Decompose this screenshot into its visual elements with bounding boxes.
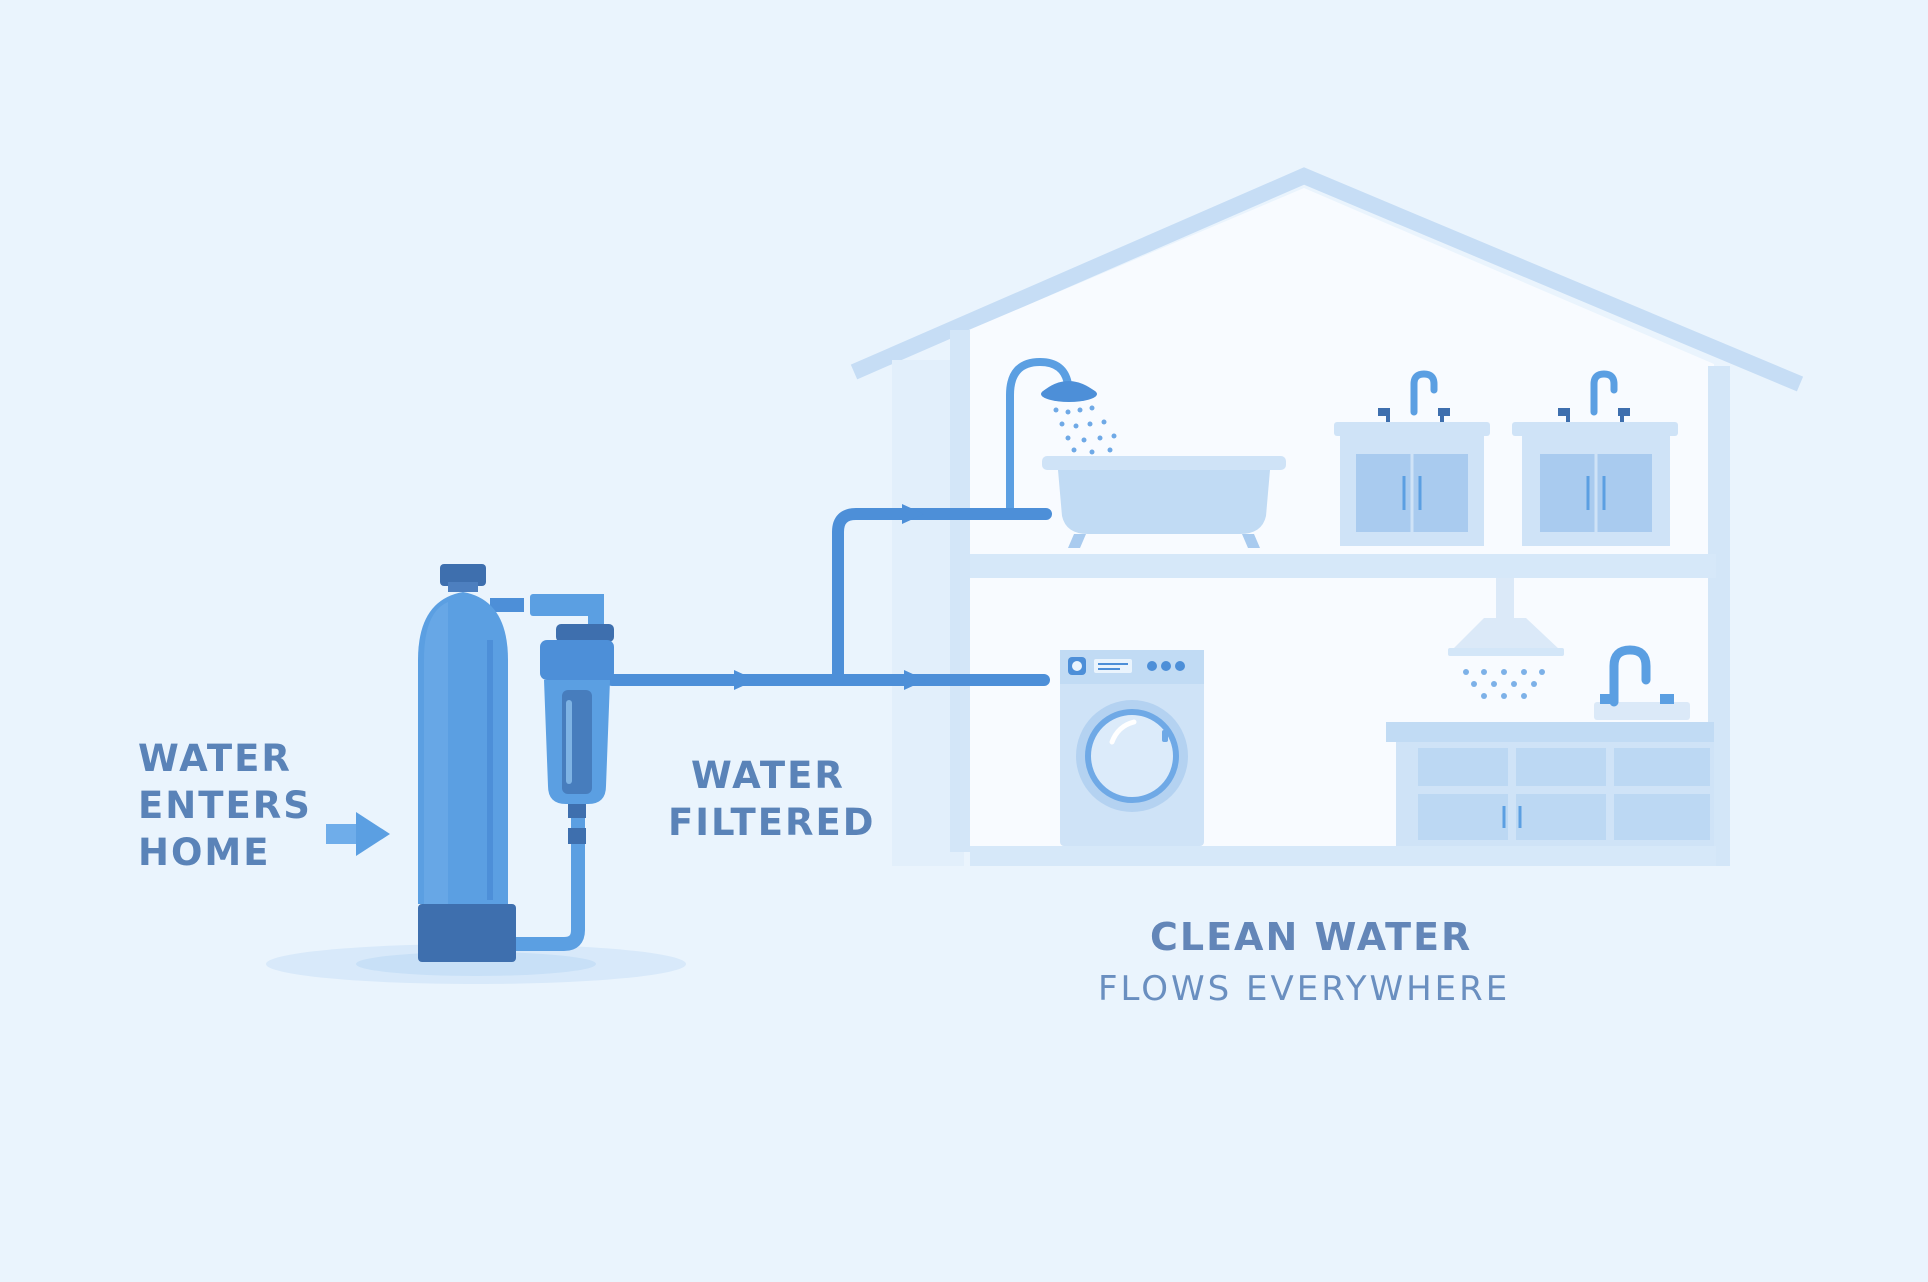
water-filtered-label: WATER FILTERED: [668, 757, 876, 841]
water-filter-icon: [540, 624, 614, 818]
ground-shadow: [266, 944, 686, 984]
label-line: FILTERED: [668, 801, 876, 844]
water-softener-tank-icon: [418, 564, 516, 962]
label-line: HOME: [138, 831, 271, 874]
flows-everywhere-label: FLOWS EVERYWHERE: [1098, 969, 1511, 1009]
label-line: WATER: [691, 754, 845, 797]
kitchen-sink-icon: [1386, 645, 1714, 846]
clean-water-label: CLEAN WATER: [1150, 915, 1473, 959]
pipe-network: [606, 508, 1052, 686]
bathroom-sink-icon: [1512, 370, 1678, 546]
label-line: WATER: [138, 737, 292, 780]
arrow-right-icon: [734, 504, 926, 690]
bypass-pipe: [490, 594, 604, 951]
bathtub-icon: [1042, 456, 1286, 548]
washing-machine-icon: [1060, 650, 1204, 846]
label-line: ENTERS: [138, 784, 312, 827]
bathroom-sink-icon: [1334, 370, 1490, 546]
water-enters-home-label: WATER ENTERS HOME: [138, 740, 312, 881]
range-hood-icon: [1448, 578, 1564, 699]
arrow-right-icon: [326, 812, 390, 856]
shower-icon: [1006, 357, 1117, 514]
